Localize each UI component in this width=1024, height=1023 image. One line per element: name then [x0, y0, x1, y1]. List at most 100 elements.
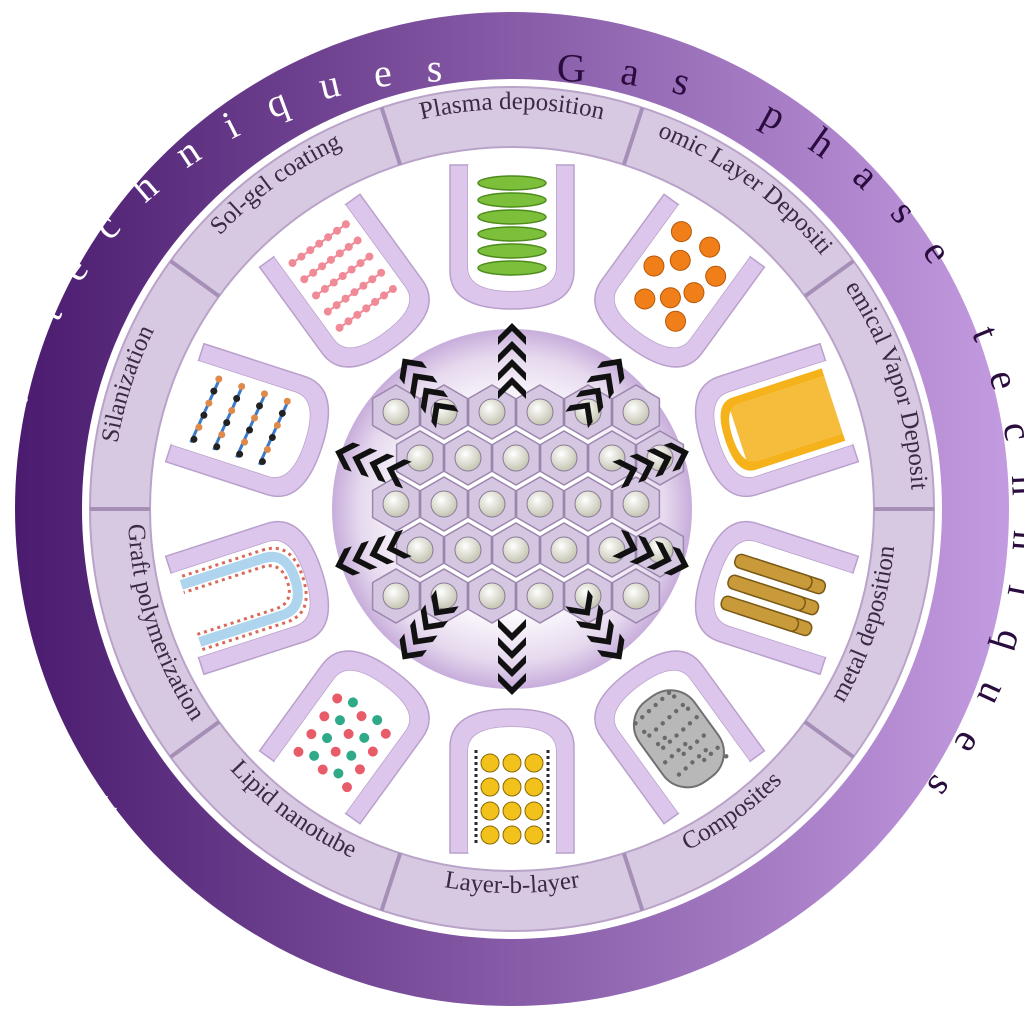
arrow-chevron [498, 359, 526, 381]
membrane-pore [550, 444, 578, 472]
hub-arrow [335, 442, 412, 489]
segment-divider [621, 107, 645, 166]
arrow-chevron [565, 402, 593, 429]
membrane-pore [406, 536, 434, 564]
film-coating-icon [720, 368, 846, 471]
arrow-chevron [498, 637, 526, 659]
tube-interior [171, 540, 310, 658]
membrane-pore [382, 398, 410, 426]
technique-tube-card [694, 520, 860, 676]
tube-interior [171, 360, 310, 478]
arrow-chevron [431, 402, 459, 429]
arrow-chevron [352, 448, 378, 478]
arrow-chevron [498, 323, 526, 345]
hub-arrow [612, 529, 689, 576]
technique-tube-card [594, 650, 766, 825]
membrane-pore [526, 582, 554, 610]
arrow-chevron [565, 589, 593, 616]
arrow-chevron [386, 459, 412, 489]
arrow-chevron [410, 373, 438, 400]
arrow-chevron [597, 358, 625, 385]
technique-tube-card [164, 342, 330, 498]
technique-tube-card [164, 520, 330, 676]
arrow-chevron [369, 453, 395, 483]
hub-arrow [498, 323, 526, 399]
membrane-pore [382, 490, 410, 518]
technique-tube-card [258, 650, 430, 825]
membrane-pore [502, 536, 530, 564]
membrane-pore [598, 536, 626, 564]
arrow-chevron [369, 535, 395, 565]
hub-arrow [612, 442, 689, 489]
arrow-chevron [612, 529, 638, 559]
arrow-chevron [420, 604, 449, 631]
arrow-chevron [575, 387, 604, 414]
stacked-discs-icon [477, 175, 547, 276]
arrow-chevron [399, 633, 427, 660]
membrane-pore [454, 444, 482, 472]
membrane-pore [454, 536, 482, 564]
membrane-pore [622, 490, 650, 518]
arrow-chevron [498, 655, 526, 677]
hub-arrow [498, 619, 526, 695]
arrow-chevron [629, 535, 655, 565]
membrane-pore [622, 582, 650, 610]
membrane-pore [598, 444, 626, 472]
grafted-brush-icon [189, 375, 291, 466]
arrow-chevron [586, 373, 614, 400]
arrow-chevron [498, 673, 526, 695]
arrow-chevron [431, 589, 459, 616]
membrane-pore [406, 444, 434, 472]
technique-tube-card [449, 164, 575, 310]
membrane-pore [550, 536, 578, 564]
segment-divider [379, 852, 403, 911]
arrow-chevron [498, 341, 526, 363]
layered-chains-icon [293, 693, 391, 793]
membrane-pore [430, 490, 458, 518]
u-tube-icon [178, 546, 308, 652]
hub-arrow [399, 589, 459, 660]
segment-divider [169, 720, 221, 759]
membrane-pore [526, 398, 554, 426]
segment-divider [169, 259, 221, 298]
scattered-spheres-icon [634, 221, 727, 332]
tube-interior [274, 670, 410, 814]
arrow-chevron [335, 442, 361, 472]
honeycomb-membrane [371, 384, 685, 624]
arrow-chevron [646, 540, 672, 570]
technique-tube-card [449, 708, 575, 854]
segment-divider [621, 852, 645, 911]
arrow-chevron [399, 358, 427, 385]
arrow-chevron [612, 459, 638, 489]
silane-chains-icon [288, 220, 397, 332]
nanorod-bundle-icon [720, 553, 827, 637]
membrane-pore [574, 490, 602, 518]
membrane-pore [478, 490, 506, 518]
membrane-pore [526, 490, 554, 518]
arrow-chevron [420, 387, 449, 414]
technique-tube-card [594, 193, 766, 368]
arrow-chevron [352, 540, 378, 570]
technique-tube-card [694, 342, 860, 498]
arrow-chevron [386, 529, 412, 559]
porous-cylinder-icon [632, 689, 729, 789]
arrow-chevron [646, 448, 672, 478]
technique-tube-card [258, 193, 430, 368]
hub-arrow [399, 358, 459, 429]
arrow-chevron [663, 546, 689, 576]
membrane-pore [478, 398, 506, 426]
arrow-chevron [663, 442, 689, 472]
arrows-group [335, 323, 689, 695]
arrow-chevron [410, 618, 438, 645]
membrane-pore [502, 444, 530, 472]
segment-divider [803, 720, 855, 759]
arrow-chevron [629, 453, 655, 483]
arrow-chevron [597, 633, 625, 660]
arrow-chevron [498, 377, 526, 399]
segment-divider [379, 107, 403, 166]
hub-arrow [565, 358, 625, 429]
membrane-pore [622, 398, 650, 426]
hub-arrow [335, 529, 412, 576]
membrane-pore [478, 582, 506, 610]
